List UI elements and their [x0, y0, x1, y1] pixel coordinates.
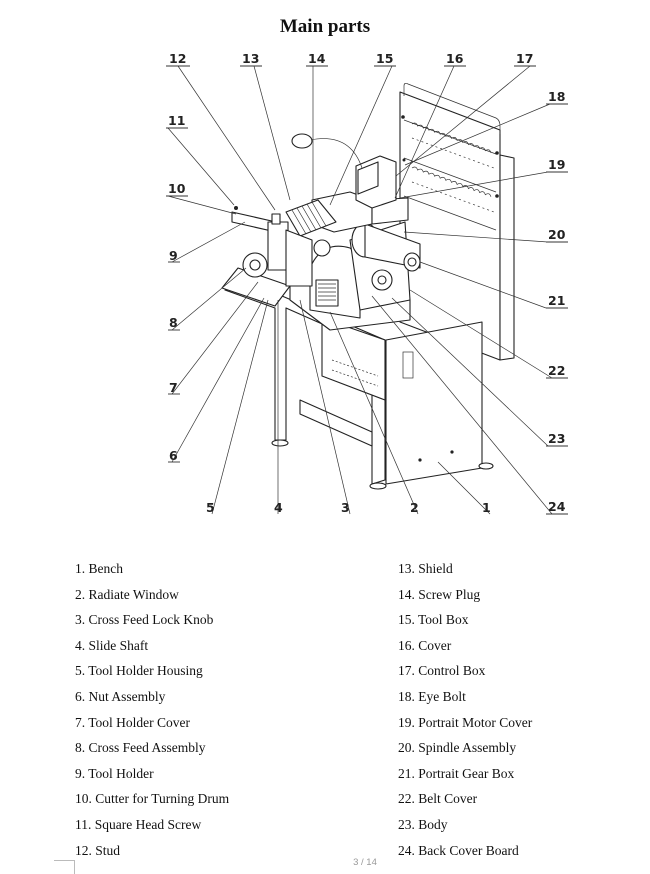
callout-21: 21 — [548, 293, 565, 308]
list-item: 1. Bench — [75, 561, 123, 576]
page-number: 3 / 14 — [353, 857, 377, 868]
callout-19: 19 — [548, 157, 565, 172]
leader-lines — [166, 65, 568, 515]
list-item: 13. Shield — [398, 561, 453, 576]
callout-24: 24 — [548, 499, 566, 514]
list-item: 23. Body — [398, 816, 448, 832]
list-item: 16. Cover — [398, 637, 452, 653]
callout-13: 13 — [242, 51, 259, 66]
callout-23: 23 — [548, 431, 565, 446]
callout-17: 17 — [516, 51, 533, 66]
list-item: 11. Square Head Screw — [75, 816, 202, 832]
list-item: 14. Screw Plug — [398, 586, 481, 602]
list-item: 24. Back Cover Board — [398, 842, 519, 858]
tool-holder — [231, 206, 331, 287]
list-item: 21. Portrait Gear Box — [398, 765, 515, 781]
callout-18: 18 — [548, 89, 565, 104]
callout-9: 9 — [169, 248, 178, 263]
lamp-head — [291, 133, 313, 149]
callout-6: 6 — [169, 448, 178, 463]
spindle-assembly — [351, 222, 421, 291]
list-item: 9. Tool Holder — [75, 765, 154, 781]
parts-list-right: 13. Shield 14. Screw Plug 15. Tool Box 1… — [398, 556, 532, 863]
shield — [285, 199, 337, 237]
list-item: 5. Tool Holder Housing — [75, 663, 203, 679]
control-box — [355, 155, 397, 209]
callout-16: 16 — [446, 51, 464, 66]
callout-5: 5 — [206, 500, 215, 515]
callout-labels: 12 13 14 15 16 17 18 19 20 21 22 23 24 1… — [168, 51, 566, 515]
callout-7: 7 — [169, 380, 178, 395]
list-item: 18. Eye Bolt — [398, 688, 466, 704]
list-item: 20. Spindle Assembly — [398, 740, 517, 756]
callout-15: 15 — [376, 51, 393, 66]
list-item: 12. Stud — [75, 842, 121, 858]
bench — [224, 289, 494, 490]
list-item: 7. Tool Holder Cover — [75, 714, 191, 730]
back-cover-board — [399, 82, 515, 361]
callout-3: 3 — [341, 500, 350, 515]
list-item: 15. Tool Box — [398, 612, 469, 628]
lamp-arm — [309, 138, 363, 169]
callout-12: 12 — [169, 51, 186, 66]
parts-list-left: 1. Bench 2. Radiate Window 3. Cross Feed… — [75, 556, 229, 863]
callout-2: 2 — [410, 500, 419, 515]
callout-8: 8 — [169, 315, 178, 330]
callout-10: 10 — [168, 181, 186, 196]
list-item: 2. Radiate Window — [75, 586, 179, 602]
page-corner-mark — [54, 860, 75, 874]
list-item: 10. Cutter for Turning Drum — [75, 791, 230, 807]
list-item: 22. Belt Cover — [398, 791, 478, 807]
callout-4: 4 — [274, 500, 283, 515]
machine-diagram: 12 13 14 15 16 17 18 19 20 21 22 23 24 1… — [166, 51, 568, 515]
list-item: 6. Nut Assembly — [75, 688, 166, 704]
callout-11: 11 — [168, 113, 185, 128]
list-item: 4. Slide Shaft — [75, 637, 149, 653]
list-item: 3. Cross Feed Lock Knob — [75, 612, 214, 628]
list-item: 8. Cross Feed Assembly — [75, 740, 206, 756]
callout-20: 20 — [548, 227, 566, 242]
callout-1: 1 — [482, 500, 491, 515]
page-title: Main parts — [279, 16, 371, 37]
list-item: 17. Control Box — [398, 663, 486, 679]
callout-22: 22 — [548, 363, 565, 378]
list-item: 19. Portrait Motor Cover — [398, 714, 533, 730]
callout-14: 14 — [308, 51, 326, 66]
